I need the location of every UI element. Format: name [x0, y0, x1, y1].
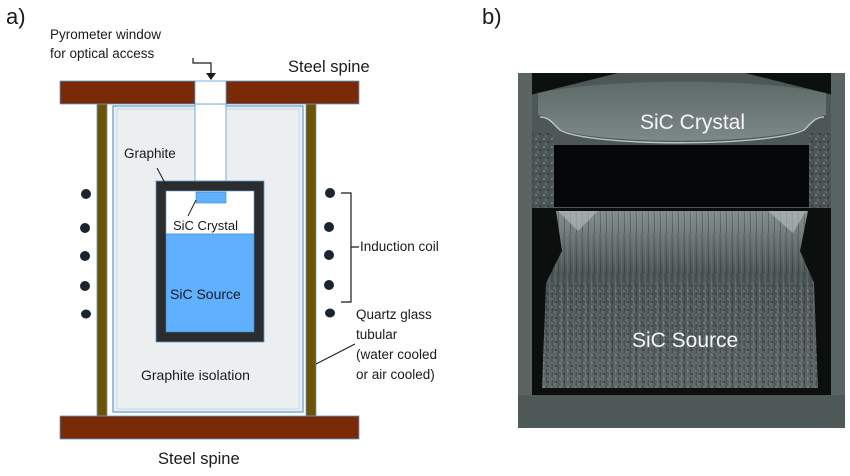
- lid-dark-right: [745, 73, 845, 98]
- induction-coil-bracket: [341, 192, 359, 303]
- graphite-isolation-label: Graphite isolation: [141, 367, 250, 383]
- induction-coil-label: Induction coil: [360, 239, 439, 254]
- coil-dot: [80, 251, 90, 261]
- pyrometer-channel: [194, 103, 227, 182]
- coil-dot: [324, 280, 334, 290]
- pyrometer-arrowhead: [206, 73, 216, 80]
- quartz-leader: [315, 343, 356, 365]
- photo-render: [518, 73, 845, 428]
- sic-crystal-dome: [538, 81, 826, 141]
- coil-dot: [324, 222, 334, 232]
- coil-dot: [324, 250, 334, 260]
- graphite-label: Graphite: [124, 146, 176, 161]
- holder-left-texture: [532, 133, 554, 208]
- quartz-tube-left: [96, 103, 108, 417]
- sic-crystal-leader: [187, 199, 197, 217]
- sic-crystal-label: SiC Crystal: [173, 218, 239, 233]
- panel-a-label: a): [6, 4, 26, 29]
- photo-sic-source-label: SiC Source: [632, 329, 739, 352]
- source-top-highlight: [558, 211, 598, 231]
- sic-crystal-block: [195, 191, 227, 204]
- pyrometer-leader: [192, 58, 212, 74]
- crystal-edge-highlight: [539, 116, 825, 144]
- wall-left: [518, 73, 532, 428]
- furnace-schematic: [59, 58, 360, 440]
- sic-source-label: SiC Source: [170, 286, 241, 302]
- wall-right: [831, 73, 845, 428]
- sic-source-block: [165, 233, 255, 333]
- pyrometer-label-line1: Pyrometer window: [50, 27, 162, 42]
- graphite-leader: [156, 167, 167, 186]
- growth-cavity: [554, 145, 809, 207]
- photo-sic-crystal-label: SiC Crystal: [640, 111, 746, 134]
- quartz-label-line2: tubular: [356, 327, 398, 342]
- steel-spine-bottom: [59, 415, 360, 440]
- steel-spine-top-label: Steel spine: [288, 58, 370, 76]
- coil-dot: [325, 188, 335, 198]
- sic-source-granular: [542, 283, 818, 388]
- coil-dot: [81, 309, 91, 319]
- coil-dot: [81, 189, 91, 199]
- panel-b-label: b): [482, 4, 502, 29]
- induction-coil-left: [80, 189, 91, 319]
- pyrometer-label-line2: for optical access: [50, 46, 155, 61]
- quartz-label-line4: or air cooled): [356, 367, 435, 382]
- coil-dot: [80, 281, 90, 291]
- bottom-base: [518, 395, 845, 428]
- quartz-tube-right: [305, 103, 317, 417]
- pyrometer-window: [194, 80, 227, 105]
- steel-spine-top: [59, 80, 196, 105]
- lid-dark-left: [518, 73, 618, 98]
- holder-right-texture: [809, 133, 831, 208]
- coil-dot: [325, 308, 335, 318]
- quartz-label-line3: (water cooled: [356, 347, 438, 362]
- steel-spine-bottom-label: Steel spine: [158, 450, 240, 468]
- induction-coil-right: [324, 188, 335, 318]
- source-top-highlight-right: [768, 211, 806, 233]
- crystal-cross-section-photo: SiC Crystal SiC Source: [518, 73, 845, 428]
- coil-dot: [80, 223, 90, 233]
- steel-spine-top-right: [225, 80, 360, 105]
- quartz-label-line1: Quartz glass: [356, 307, 432, 322]
